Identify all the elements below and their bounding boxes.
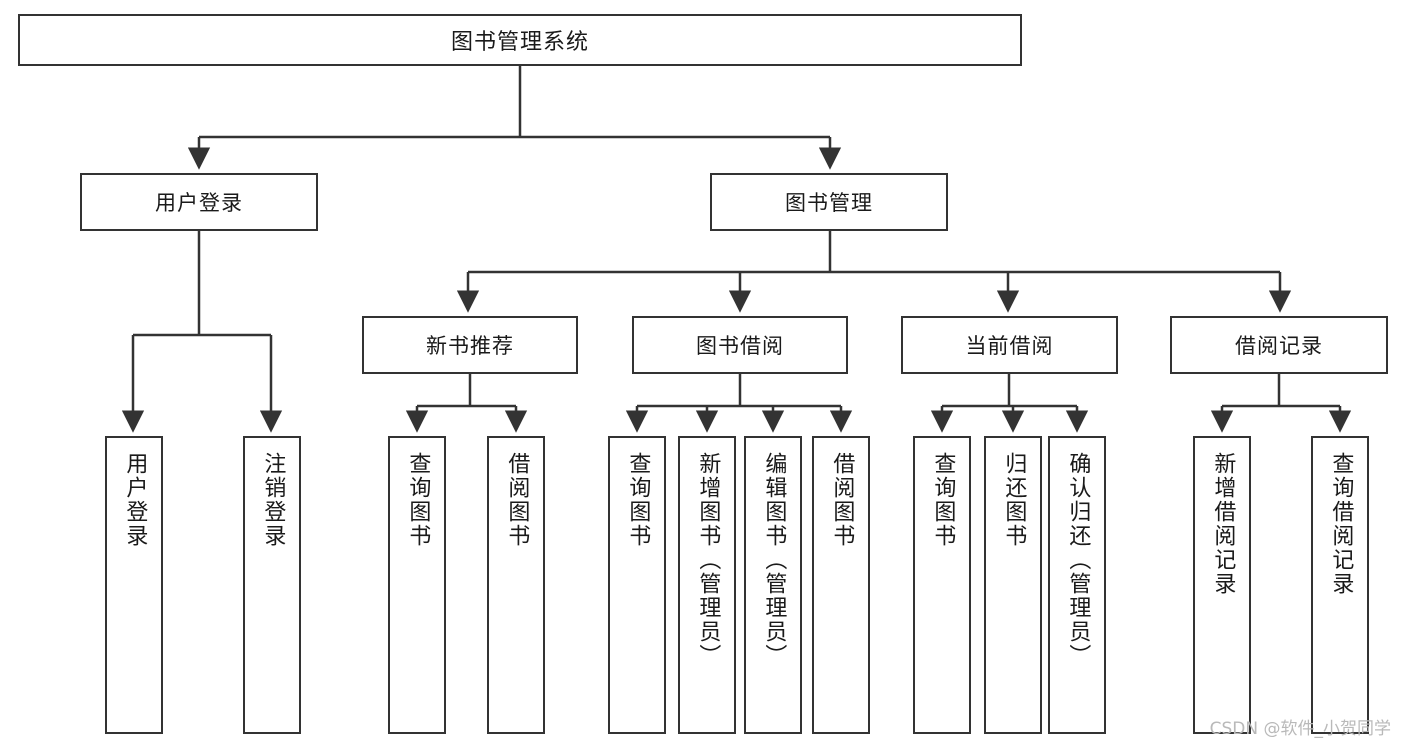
node-leaf-return-book[interactable]: 归还图书 xyxy=(984,436,1042,734)
node-book-borrow[interactable]: 图书借阅 xyxy=(632,316,848,374)
node-label: 图书管理系统 xyxy=(450,30,589,55)
node-leaf-add-book-admin[interactable]: 新增图书（管理员） xyxy=(678,436,736,734)
node-label: 用户登录 xyxy=(122,452,148,548)
node-leaf-query-book-current[interactable]: 查询图书 xyxy=(913,436,971,734)
node-label: 归还图书 xyxy=(1001,452,1027,548)
node-label: 查询图书 xyxy=(405,452,431,548)
node-new-book-recommend[interactable]: 新书推荐 xyxy=(362,316,578,374)
watermark: CSDN @软件_小贺同学 xyxy=(1209,719,1391,739)
node-label: 借阅记录 xyxy=(1235,334,1323,358)
node-label: 用户登录 xyxy=(155,191,243,215)
node-leaf-query-book-recommend[interactable]: 查询图书 xyxy=(388,436,446,734)
node-leaf-edit-book-admin[interactable]: 编辑图书（管理员） xyxy=(744,436,802,734)
node-label: 编辑图书（管理员） xyxy=(761,452,787,668)
node-leaf-logout[interactable]: 注销登录 xyxy=(243,436,301,734)
node-book-manage[interactable]: 图书管理 xyxy=(710,173,948,231)
node-leaf-query-book-borrow[interactable]: 查询图书 xyxy=(608,436,666,734)
node-user-login[interactable]: 用户登录 xyxy=(80,173,318,231)
node-leaf-borrow-book-recommend[interactable]: 借阅图书 xyxy=(487,436,545,734)
node-label: 新增图书（管理员） xyxy=(695,452,721,668)
node-leaf-query-borrow-record[interactable]: 查询借阅记录 xyxy=(1311,436,1369,734)
node-label: 图书借阅 xyxy=(696,334,784,358)
node-label: 图书管理 xyxy=(785,191,873,215)
node-root-system[interactable]: 图书管理系统 xyxy=(18,14,1022,66)
node-label: 查询图书 xyxy=(625,452,651,548)
node-label: 当前借阅 xyxy=(965,334,1054,358)
node-leaf-confirm-return-admin[interactable]: 确认归还（管理员） xyxy=(1048,436,1106,734)
node-label: 确认归还（管理员） xyxy=(1065,452,1091,668)
node-label: 新增借阅记录 xyxy=(1210,452,1236,596)
node-leaf-add-borrow-record[interactable]: 新增借阅记录 xyxy=(1193,436,1251,734)
node-leaf-user-login[interactable]: 用户登录 xyxy=(105,436,163,734)
node-label: 注销登录 xyxy=(260,452,286,548)
node-label: 查询借阅记录 xyxy=(1328,452,1354,596)
node-label: 新书推荐 xyxy=(426,334,514,358)
node-label: 借阅图书 xyxy=(504,452,530,548)
node-borrow-record[interactable]: 借阅记录 xyxy=(1170,316,1388,374)
node-label: 借阅图书 xyxy=(829,452,855,548)
node-label: 查询图书 xyxy=(930,452,956,548)
node-leaf-borrow-book[interactable]: 借阅图书 xyxy=(812,436,870,734)
node-current-borrow[interactable]: 当前借阅 xyxy=(901,316,1118,374)
